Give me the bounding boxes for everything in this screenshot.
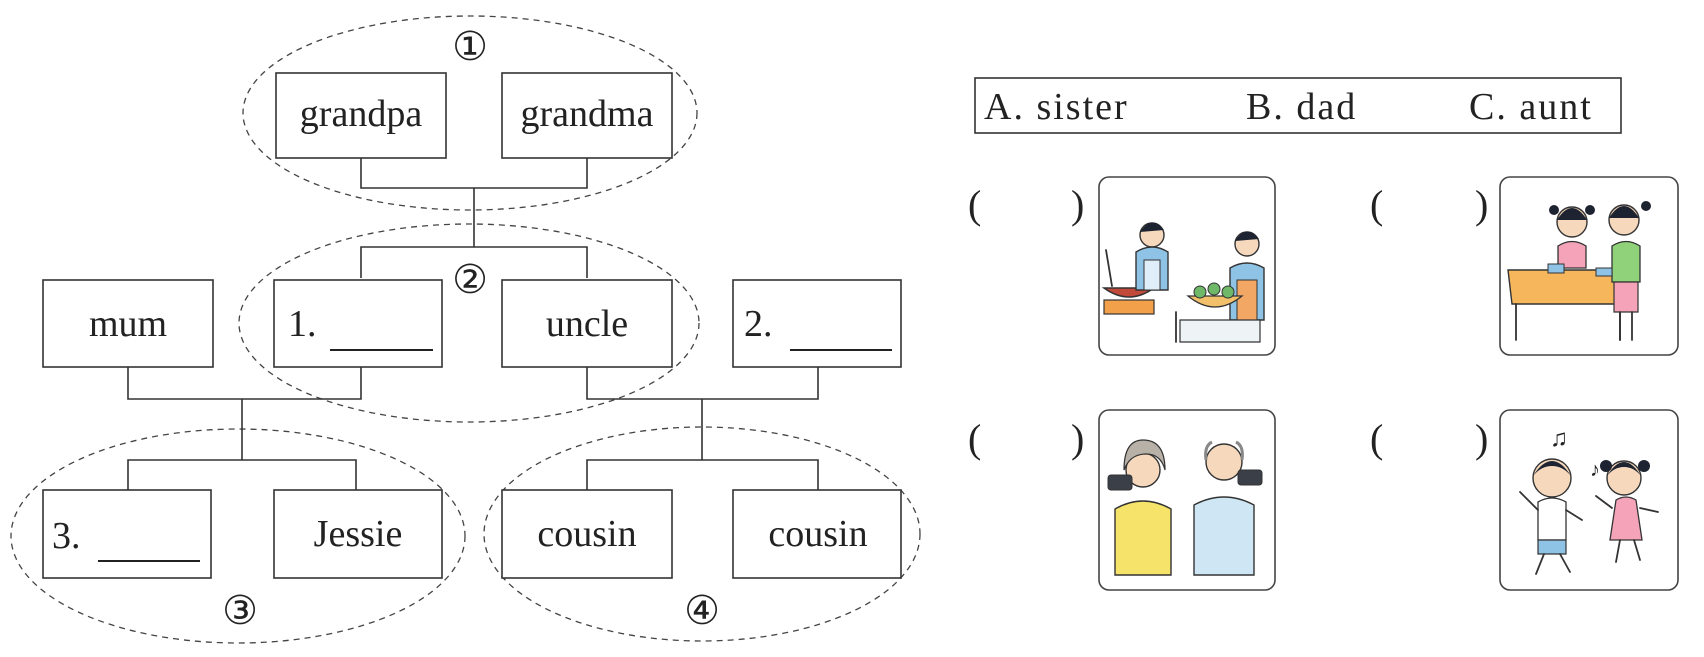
group-number-1: ①: [452, 24, 488, 69]
paren-close: ): [1475, 182, 1488, 227]
answer-slot-2[interactable]: ( ): [1370, 182, 1488, 227]
member-blank-3: 3.: [42, 489, 212, 579]
paren-open: (: [968, 182, 981, 227]
paren-close: ): [1475, 416, 1488, 461]
music-note-icon: ♫: [1550, 426, 1568, 452]
member-label: grandma: [521, 93, 654, 135]
member-label: mum: [89, 303, 167, 345]
group-oval-2: [238, 223, 700, 423]
member-mum: mum: [42, 279, 214, 368]
group-number-4: ④: [684, 588, 720, 633]
connector-grandparents: [360, 158, 588, 278]
member-cousin-b: cousin: [732, 489, 902, 579]
member-blank-1: 1.: [273, 279, 443, 368]
member-label: cousin: [537, 513, 636, 555]
member-jessie: Jessie: [273, 489, 443, 579]
option-a: A. sister: [984, 86, 1129, 128]
member-label: 3.: [52, 515, 81, 557]
answer-slot-3[interactable]: ( ): [968, 416, 1084, 461]
member-label: cousin: [768, 513, 867, 555]
paren-open: (: [968, 416, 981, 461]
paren-open: (: [1370, 416, 1383, 461]
paren-open: (: [1370, 182, 1383, 227]
paren-close: ): [1071, 416, 1084, 461]
picture-grandparents: [1098, 409, 1276, 591]
member-cousin-a: cousin: [501, 489, 673, 579]
group-number-2: ②: [452, 257, 488, 302]
member-label: Jessie: [314, 513, 403, 555]
paren-close: ): [1071, 182, 1084, 227]
group-oval-3: [10, 428, 466, 644]
option-b: B. dad: [1246, 86, 1357, 128]
group-number-3: ③: [222, 588, 258, 633]
member-label: 2.: [744, 303, 773, 345]
group-oval-4: [483, 426, 921, 642]
music-note-icon: ♪: [1590, 459, 1600, 481]
member-grandma: grandma: [501, 72, 673, 159]
option-c: C. aunt: [1469, 86, 1593, 128]
connector-left-parents: [127, 367, 362, 490]
picture-singing: ♫ ♪: [1499, 409, 1679, 591]
member-blank-2: 2.: [732, 279, 902, 368]
options-box: A. sister B. dad C. aunt: [974, 77, 1622, 134]
member-label: 1.: [288, 303, 317, 345]
member-label: grandpa: [300, 93, 423, 135]
member-grandpa: grandpa: [275, 72, 447, 159]
member-uncle: uncle: [501, 279, 673, 368]
picture-cooking: [1098, 176, 1276, 356]
answer-slot-1[interactable]: ( ): [968, 182, 1084, 227]
group-oval-1: [242, 15, 698, 211]
member-label: uncle: [546, 303, 628, 345]
answer-slot-4[interactable]: ( ): [1370, 416, 1488, 461]
connector-right-parents: [586, 367, 819, 490]
picture-cleaning: [1499, 176, 1679, 356]
